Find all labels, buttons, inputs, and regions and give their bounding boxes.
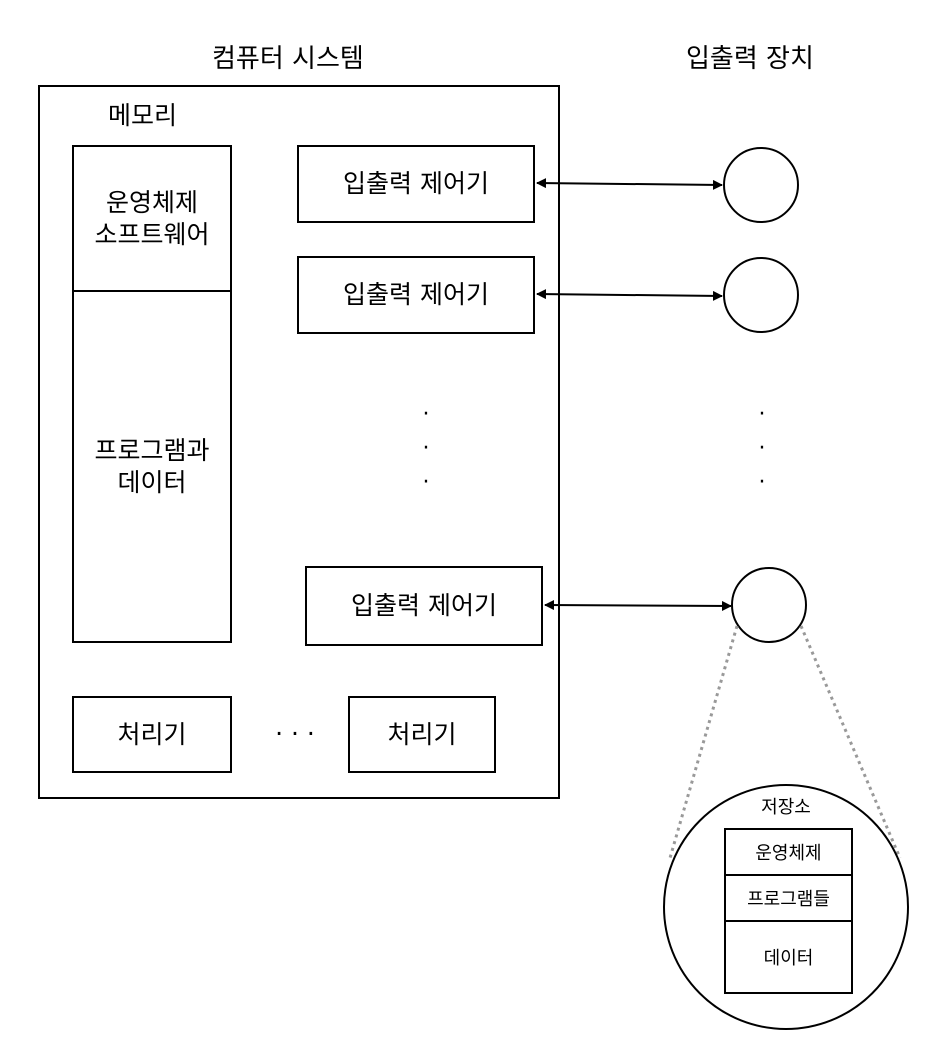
controller-ellipsis-dot-2: · (422, 436, 430, 461)
controller-ellipsis-dot-1: · (422, 402, 430, 427)
os-software-line-2: 소프트웨어 (94, 219, 210, 249)
device-ellipsis-dot-2: · (758, 436, 766, 461)
zoom-line-right (799, 625, 902, 859)
storage-stack: 운영체제 프로그램들 데이터 (724, 828, 853, 994)
io-devices-title: 입출력 장치 (686, 44, 814, 74)
storage-divider-2 (726, 920, 851, 922)
device-ellipsis-dot-1: · (758, 402, 766, 427)
storage-item-os: 운영체제 (755, 843, 822, 864)
io-link-2 (536, 289, 723, 301)
io-device-3 (731, 567, 807, 643)
io-link-1 (536, 178, 723, 190)
device-ellipsis-dot-3: · (758, 470, 766, 495)
storage-divider-1 (726, 874, 851, 876)
memory-label: 메모리 (108, 101, 178, 130)
os-software-line-1: 운영체제 (105, 187, 198, 217)
io-controller-1: 입출력 제어기 (297, 145, 535, 223)
io-controller-2: 입출력 제어기 (297, 256, 535, 334)
processor-2: 처리기 (348, 696, 496, 773)
device-ellipsis: · · · (752, 398, 772, 500)
processor-1: 처리기 (72, 696, 232, 773)
controller-ellipsis-dot-3: · (422, 470, 430, 495)
computer-system-title: 컴퓨터 시스템 (212, 44, 364, 74)
storage-label: 저장소 (761, 797, 811, 818)
os-software-section: 운영체제 소프트웨어 (74, 147, 230, 290)
io-controller-3: 입출력 제어기 (305, 566, 543, 646)
storage-item-programs: 프로그램들 (747, 889, 830, 910)
processor-ellipsis: · · · (275, 719, 315, 748)
io-link-3 (544, 600, 732, 611)
programs-data-section: 프로그램과 데이터 (74, 292, 230, 641)
storage-item-data: 데이터 (763, 948, 814, 969)
programs-data-line-1: 프로그램과 (94, 435, 210, 465)
io-device-1 (723, 147, 799, 223)
memory-block: 운영체제 소프트웨어 프로그램과 데이터 (72, 145, 232, 643)
zoom-line-left (668, 625, 739, 859)
io-device-2 (723, 257, 799, 333)
memory-divider (74, 290, 230, 292)
programs-data-line-2: 데이터 (117, 467, 187, 497)
controller-ellipsis: · · · (416, 398, 436, 500)
